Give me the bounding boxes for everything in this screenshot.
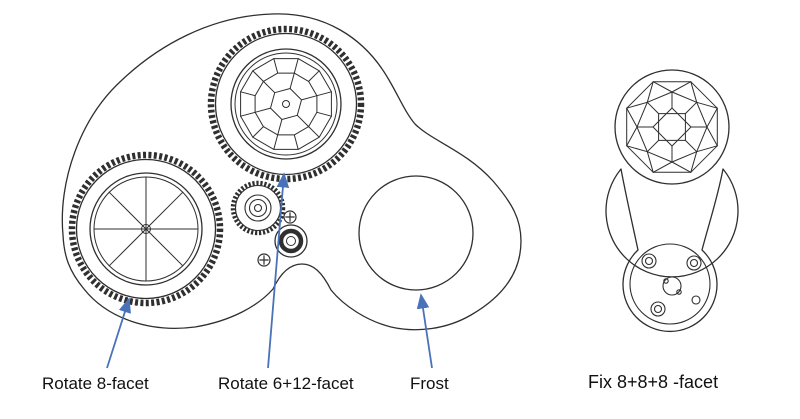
arrow-rotate-8-facet [106, 297, 131, 369]
main-plate-outline [61, 13, 522, 331]
mount-center-boss [662, 276, 682, 296]
screw-head [257, 253, 271, 267]
facet-line [296, 114, 310, 128]
mount-inner-contour [629, 243, 711, 325]
center-hub [274, 224, 308, 258]
gear-hub-ring [244, 194, 272, 222]
screw [283, 210, 297, 224]
facet-spoke-line [108, 228, 147, 267]
label-rotate-8-facet: Rotate 8-facet [42, 374, 149, 393]
boss-hole [663, 278, 669, 284]
facet-line [671, 161, 692, 173]
fixed-part-mount-lobe [629, 243, 711, 325]
facet-line [316, 111, 332, 117]
labels: Rotate 8-facet Rotate 6+12-facet Frost F… [42, 372, 718, 393]
facet-spoke-line [145, 228, 184, 267]
facet-line [293, 58, 299, 74]
wheel-rim-inner [234, 52, 338, 156]
facet-spoke-line [145, 191, 184, 230]
gear-teeth-ring [207, 25, 365, 183]
hub-bearing-ring [278, 228, 304, 254]
facet-line [706, 107, 718, 128]
facet-line [646, 101, 660, 115]
facet-line [240, 111, 256, 117]
facet-line [696, 101, 718, 109]
boss-hole [676, 289, 682, 295]
facet-line [301, 95, 318, 101]
facet-line [696, 145, 718, 153]
facet-line [706, 126, 718, 147]
facet-line [646, 151, 654, 173]
mount-pin [691, 295, 701, 305]
facet-8-pattern [93, 176, 199, 282]
fixed-facet-part [605, 69, 739, 333]
facet-line [277, 119, 283, 136]
callout-arrows [106, 172, 433, 369]
gear-root-circle [75, 158, 217, 300]
facet-line [652, 81, 673, 93]
wheel-rim-outer [230, 48, 342, 160]
facet-line [684, 139, 698, 153]
facet-line [273, 134, 279, 150]
facet-line [293, 134, 299, 150]
facet-line [252, 126, 264, 138]
facet-line [273, 58, 279, 74]
facet-line [684, 101, 698, 115]
facet-6-12-pattern [240, 58, 332, 150]
facet-line [308, 126, 320, 138]
facet-line [240, 91, 256, 97]
facet-line [626, 126, 638, 147]
hub-bore [286, 236, 296, 246]
gear-root-circle [214, 32, 358, 176]
screw-head [650, 301, 666, 317]
facet-line [646, 81, 654, 103]
screw-head [641, 253, 657, 269]
label-rotate-6-12-facet: Rotate 6+12-facet [218, 374, 354, 393]
gear-6-12-facet [207, 25, 365, 183]
hub-outer [274, 224, 308, 258]
wheel-center [141, 224, 151, 234]
facet-line [646, 139, 660, 153]
facet-line [626, 145, 648, 153]
screw-core [653, 304, 663, 314]
frost-window [358, 175, 474, 291]
facet-line [690, 81, 698, 103]
facet-line [652, 161, 673, 173]
screw [257, 253, 271, 267]
gear-axle [253, 203, 263, 213]
facet-line [626, 107, 638, 128]
facet-line [254, 107, 271, 113]
facet-hex-core [270, 88, 302, 120]
gear-8-facet [68, 151, 224, 307]
facet-line [690, 151, 698, 173]
facet-line [289, 72, 295, 89]
fixed-wheel-rim [614, 69, 730, 185]
facet-line [316, 91, 332, 97]
wheel-center [282, 100, 290, 108]
label-fix-8-8-8-facet: Fix 8+8+8 -facet [588, 372, 718, 392]
screw-core [689, 258, 699, 268]
facet-spoke-line [108, 191, 147, 230]
diagram-lines [61, 13, 739, 333]
gear-teeth-ring [68, 151, 224, 307]
arrow-frost [416, 293, 433, 369]
facet-line [262, 80, 276, 94]
screw-head [686, 255, 702, 271]
arrow-rotate-6-12-facet [267, 172, 290, 369]
facet-8-8-8-pattern [626, 81, 718, 173]
gear-root-circle [234, 184, 282, 232]
drive-gear [230, 180, 286, 236]
facet-line [626, 101, 648, 109]
fixed-part-outline [605, 168, 739, 333]
facet-line [308, 70, 320, 82]
gear-teeth-ring [230, 180, 286, 236]
label-frost: Frost [410, 374, 449, 393]
gear-hub-ring [248, 198, 268, 218]
wheel-rim-outer [89, 172, 203, 286]
screw-core [644, 256, 654, 266]
facet-line [671, 81, 692, 93]
screw-head [283, 210, 297, 224]
facet-line [252, 70, 264, 82]
